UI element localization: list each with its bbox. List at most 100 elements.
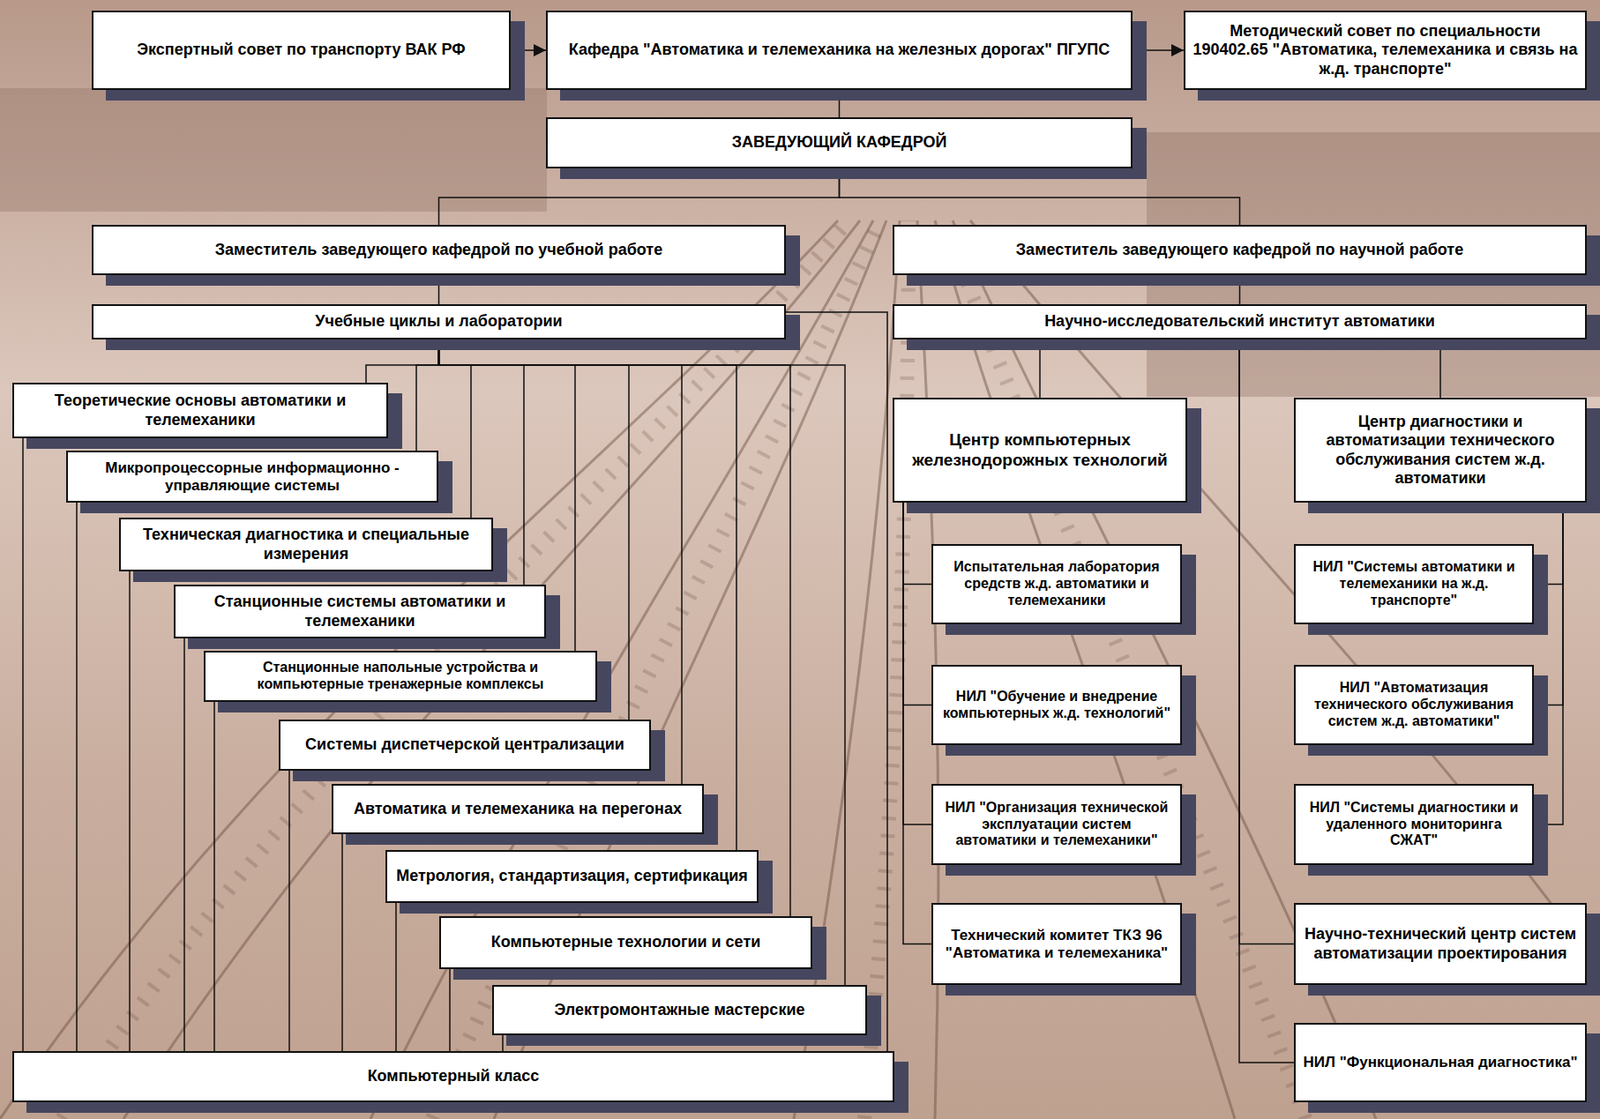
connector-line [341, 834, 344, 1052]
org-unit-box: Центр диагностики и автоматизации технич… [1293, 397, 1587, 503]
org-unit-box: Научно-исследовательский институт автома… [892, 304, 1587, 340]
train-silhouette [0, 88, 547, 212]
unit-text-block: Центр компьютерных железнодорожных техно… [901, 430, 1179, 470]
unit-text-block: Компьютерные технологии и сети [491, 933, 762, 952]
connector-line [1239, 339, 1294, 1063]
connector-line [838, 89, 841, 118]
org-unit-box: Станционные системы автоматики и телемех… [173, 584, 546, 639]
unit-label: Системы диспетчерской централизации [305, 735, 625, 755]
unit-label: Центр диагностики и автоматизации технич… [1302, 412, 1578, 487]
org-unit-box: Метрология, стандартизация, сертификация [385, 850, 759, 904]
unit-label: Электромонтажные мастерские [554, 1001, 806, 1020]
unit-text-block: Заместитель заведующего кафедрой по науч… [1016, 240, 1464, 260]
connector-line [22, 438, 24, 1052]
org-unit-box: НИЛ "Функциональная диагностика" [1293, 1023, 1587, 1103]
connector-line [1039, 339, 1041, 398]
connector-line [439, 339, 472, 518]
org-unit-box: Автоматика и телемеханика на перегонах [331, 784, 704, 835]
unit-label: НИЛ "Обучение и внедрение компьютерных ж… [940, 688, 1174, 722]
connector-line [1439, 339, 1442, 398]
unit-text-block: Научно-технический центр систем автомати… [1302, 925, 1578, 963]
org-unit-box: НИЛ "Обучение и внедрение компьютерных ж… [931, 665, 1182, 746]
unit-label: НИЛ "Организация технической эксплуатаци… [940, 800, 1174, 850]
connector-line [1239, 339, 1294, 945]
org-unit-box: Системы диспетчерской централизации [278, 719, 651, 771]
unit-label: Компьютерные технологии и сети [491, 933, 762, 952]
org-unit-box: Экспертный совет по транспорту ВАК РФ [91, 10, 511, 90]
unit-label: Центр компьютерных железнодорожных техно… [901, 430, 1179, 470]
unit-text-block: Учебные циклы и лаборатории [314, 312, 562, 331]
unit-text-block: Станционные напольные устройства и компь… [212, 659, 589, 693]
connector-line [903, 502, 932, 585]
unit-text-block: Кафедра "Автоматика и телемеханика на же… [568, 40, 1110, 60]
org-unit-box: Станционные напольные устройства и компь… [203, 650, 598, 703]
unit-label: Испытательная лаборатория средств ж.д. а… [940, 559, 1174, 609]
org-unit-box: Электромонтажные мастерские [492, 985, 868, 1036]
unit-label: Метрология, стандартизация, сертификация [396, 867, 748, 886]
connector-line [183, 638, 186, 1052]
unit-text-block: Теоретические основы автоматики и телеме… [21, 391, 380, 429]
org-unit-box: НИЛ "Системы диагностики и удаленного мо… [1293, 784, 1534, 866]
connector-line [1132, 49, 1184, 52]
unit-text-block: Заместитель заведующего кафедрой по учеб… [215, 240, 663, 260]
unit-text-block: Микропроцессорные информационно - управл… [74, 459, 430, 495]
unit-label: Технический комитет ТКЗ 96 "Автоматика и… [940, 927, 1174, 963]
org-unit-box: Теоретические основы автоматики и телеме… [12, 382, 389, 439]
org-unit-box: Испытательная лаборатория средств ж.д. а… [931, 544, 1182, 625]
unit-label: Заместитель заведующего кафедрой по науч… [1016, 240, 1464, 260]
org-unit-box: Техническая диагностика и специальные из… [119, 517, 494, 572]
unit-label: Техническая диагностика и специальные из… [127, 525, 485, 563]
unit-label: Микропроцессорные информационно - управл… [74, 459, 430, 495]
connector-line [903, 502, 932, 945]
connector-line [1533, 502, 1563, 585]
org-unit-box: Компьютерные технологии и сети [439, 916, 813, 970]
unit-label: НИЛ "Системы автоматики и телемеханики н… [1302, 559, 1526, 609]
unit-text-block: Методический совет по специальности 1904… [1192, 22, 1578, 78]
connector-line [501, 1035, 504, 1052]
unit-label: Учебные циклы и лаборатории [314, 312, 562, 331]
connector-line [839, 168, 1241, 225]
connector-line [288, 770, 291, 1052]
org-unit-box: Методический совет по специальности 1904… [1183, 10, 1587, 90]
unit-text-block: Автоматика и телемеханика на перегонах [353, 800, 682, 819]
unit-text-block: Технический комитет ТКЗ 96 "Автоматика и… [940, 927, 1174, 963]
unit-label: НИЛ "Автоматизация технического обслужив… [1302, 680, 1526, 730]
unit-label: Методический совет по специальности 1904… [1192, 22, 1578, 78]
unit-label: НИЛ "Функциональная диагностика" [1302, 1054, 1578, 1072]
unit-label: Теоретические основы автоматики и телеме… [21, 391, 380, 429]
unit-text-block: НИЛ "Автоматизация технического обслужив… [1302, 680, 1526, 730]
connector-line [395, 903, 397, 1052]
connector-line [213, 702, 216, 1052]
unit-text-block: НИЛ "Функциональная диагностика" [1302, 1054, 1578, 1072]
connector-line [128, 571, 131, 1052]
connector-line [366, 339, 440, 383]
connector-line [448, 969, 451, 1052]
sleeper-row [864, 220, 909, 1119]
connector-line [75, 502, 78, 1052]
unit-text-block: Метрология, стандартизация, сертификация [396, 867, 748, 886]
unit-text-block: Научно-исследовательский институт автома… [1044, 312, 1436, 331]
unit-label: Станционные напольные устройства и компь… [212, 659, 589, 693]
unit-text-block: Испытательная лаборатория средств ж.д. а… [940, 559, 1174, 609]
org-unit-box: Центр компьютерных железнодорожных техно… [892, 397, 1188, 503]
unit-label: Автоматика и телемеханика на перегонах [353, 800, 682, 819]
org-unit-box: Заместитель заведующего кафедрой по учеб… [91, 224, 786, 276]
unit-label: НИЛ "Системы диагностики и удаленного мо… [1302, 800, 1526, 850]
org-unit-box: Технический комитет ТКЗ 96 "Автоматика и… [931, 903, 1182, 986]
unit-text-block: Экспертный совет по транспорту ВАК РФ [136, 40, 465, 60]
unit-text-block: Компьютерный класс [367, 1067, 540, 1086]
unit-text-block: НИЛ "Обучение и внедрение компьютерных ж… [940, 688, 1174, 722]
org-unit-box: НИЛ "Системы автоматики и телемеханики н… [1293, 544, 1534, 625]
org-unit-box: Заместитель заведующего кафедрой по науч… [892, 224, 1587, 276]
unit-text-block: Станционные системы автоматики и телемех… [182, 592, 538, 630]
org-unit-box: Кафедра "Автоматика и телемеханика на же… [545, 10, 1133, 90]
unit-label: Кафедра "Автоматика и телемеханика на же… [568, 40, 1110, 60]
connector-line [1239, 275, 1242, 305]
unit-text-block: НИЛ "Системы автоматики и телемеханики н… [1302, 559, 1526, 609]
unit-label: Заместитель заведующего кафедрой по учеб… [215, 240, 663, 260]
unit-label: Станционные системы автоматики и телемех… [182, 592, 538, 630]
org-unit-box: Микропроцессорные информационно - управл… [66, 450, 439, 503]
connector-line [1533, 502, 1563, 825]
